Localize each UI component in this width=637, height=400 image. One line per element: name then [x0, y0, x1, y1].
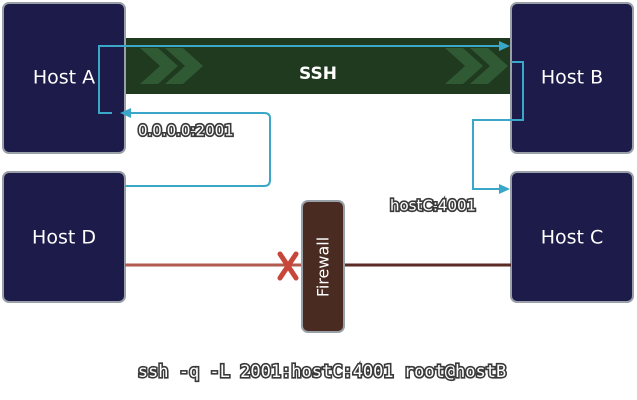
- route-b-to-c: [472, 61, 524, 190]
- host-d-label: Host D: [32, 227, 96, 249]
- host-b-label: Host B: [541, 67, 603, 89]
- tunnel-chevron-icon: [140, 48, 508, 84]
- listen-port-label: 0.0.0.0:2001: [138, 122, 234, 140]
- host-c: Host C: [510, 171, 634, 303]
- host-d-box: [2, 171, 126, 303]
- host-a: Host A: [2, 2, 126, 154]
- route-d-to-a: [125, 112, 271, 187]
- ssh-command: ssh -q -L 2001:hostC:4001 root@hostB: [138, 362, 506, 382]
- host-a-label: Host A: [33, 67, 95, 89]
- target-port-label: hostC:4001: [390, 197, 476, 215]
- firewall-box: [301, 200, 345, 333]
- route-a-to-b: [98, 45, 507, 114]
- host-c-label: Host C: [541, 227, 604, 249]
- host-a-box: [2, 2, 126, 154]
- ssh-tunnel: SSH: [120, 38, 515, 94]
- host-d: Host D: [2, 171, 126, 303]
- route-a-to-b-arrow-icon: [499, 41, 510, 51]
- blocked-x-icon: [277, 251, 299, 281]
- route-d-to-a-arrow-icon: [120, 108, 131, 118]
- host-b: Host B: [510, 2, 634, 154]
- host-b-box: [510, 2, 634, 154]
- forward-route: [98, 41, 524, 194]
- ssh-tunnel-label: SSH: [299, 64, 337, 84]
- firewall-label: Firewall: [314, 237, 333, 297]
- route-b-to-c-arrow-icon: [499, 184, 510, 194]
- firewall: Firewall: [301, 200, 345, 333]
- host-c-box: [510, 171, 634, 303]
